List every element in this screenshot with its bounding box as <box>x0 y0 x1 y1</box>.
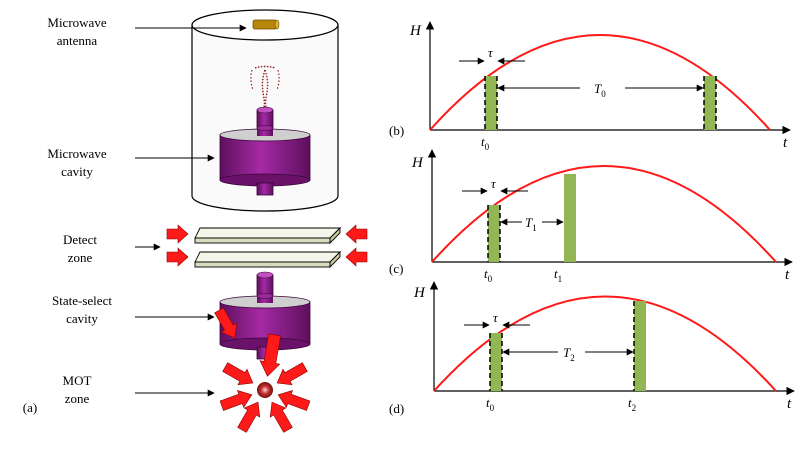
graph-b-t0-label: t0 <box>481 134 490 152</box>
graph-b-pulse-2 <box>704 76 716 130</box>
graph-d-tau: τ <box>493 310 499 325</box>
graph-d-t2-label: t2 <box>628 395 636 413</box>
graph-c-x-label: t <box>785 267 790 283</box>
antenna-icon <box>252 19 280 30</box>
atom-plume <box>250 65 280 111</box>
mot-atom-cloud <box>257 382 273 398</box>
graph-c-panel-label: (c) <box>389 261 403 276</box>
select-label-line1: State-select <box>52 293 112 308</box>
graph-d-pulse-2 <box>634 301 646 391</box>
graph-d-curve <box>433 295 777 392</box>
graph-d-panel-label: (d) <box>389 401 404 416</box>
graph-c: H t τ T1 t0 t1 (c) <box>389 149 793 284</box>
graph-b-y-label: H <box>409 23 422 39</box>
graph-b-panel-label: (b) <box>389 123 404 138</box>
graph-c-pulse-1 <box>488 205 500 262</box>
graph-d-y-label: H <box>413 285 426 301</box>
graph-c-tau: τ <box>491 176 497 191</box>
graph-c-t1-label: t1 <box>554 266 562 284</box>
detect-label-line2: zone <box>68 250 93 265</box>
mot-label-line1: MOT <box>63 373 92 388</box>
select-label-line2: cavity <box>66 311 98 326</box>
microwave-cavity <box>219 106 311 196</box>
graph-b-interval-label: T0 <box>594 81 606 99</box>
state-select-cavity <box>219 271 311 360</box>
graph-d-interval-label: T2 <box>563 345 575 363</box>
graph-b: H t τ T0 t0 (b) <box>389 21 791 152</box>
detect-plates <box>194 226 342 269</box>
graph-d: H t τ T2 t0 t2 (d) <box>389 281 795 416</box>
antenna-label-line1: Microwave <box>47 15 106 30</box>
graph-d-pulse-1 <box>490 333 502 391</box>
detect-label-line1: Detect <box>63 232 97 247</box>
cavity-label-line2: cavity <box>61 164 93 179</box>
cavity-label-line1: Microwave <box>47 146 106 161</box>
graph-c-pulse-2 <box>564 174 576 262</box>
graph-b-tau: τ <box>488 45 494 60</box>
graph-c-curve <box>431 165 777 263</box>
panel-a-label: (a) <box>23 400 37 415</box>
graph-d-t0-label: t0 <box>486 395 495 413</box>
apparatus-labels: Microwave antenna Microwave cavity Detec… <box>23 15 247 415</box>
apparatus-panel: Microwave antenna Microwave cavity Detec… <box>23 9 368 433</box>
graph-b-pulse-1 <box>485 76 497 130</box>
graph-c-y-label: H <box>411 155 424 171</box>
detect-laser-arrows <box>166 224 368 267</box>
graph-b-curve <box>429 34 771 131</box>
mot-label-line2: zone <box>65 391 90 406</box>
graph-d-x-label: t <box>787 396 792 412</box>
antenna-label-line2: antenna <box>57 33 98 48</box>
graph-c-interval-label: T1 <box>525 215 537 233</box>
mot-laser-beams <box>214 307 311 433</box>
graph-b-x-label: t <box>783 135 788 151</box>
graph-c-t0-label: t0 <box>484 266 493 284</box>
